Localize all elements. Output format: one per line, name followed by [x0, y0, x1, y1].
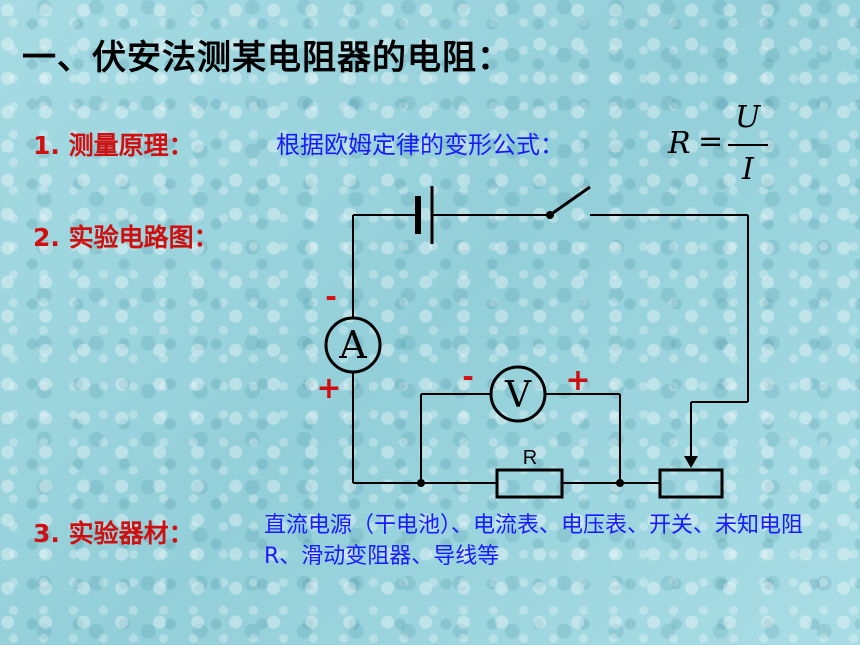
voltmeter-minus-sign: - [462, 360, 474, 393]
materials-label: 3. 实验器材： [33, 519, 194, 548]
voltmeter-label: V [504, 375, 532, 416]
switch-icon [546, 185, 591, 219]
ammeter-plus-sign: + [316, 371, 341, 406]
principle-text: 根据欧姆定律的变形公式： [276, 131, 564, 159]
slide-title: 一、伏安法测某电阻器的电阻： [22, 38, 512, 78]
formula-lhs: R [668, 126, 691, 161]
junction-right-dot [616, 479, 624, 487]
voltmeter-icon: V [489, 365, 547, 423]
principle-label: 1. 测量原理： [33, 131, 194, 160]
formula-denominator: I [742, 152, 754, 187]
resistor-label: R [523, 447, 537, 469]
ammeter-label: A [338, 323, 367, 367]
voltmeter-plus-sign: + [565, 363, 590, 398]
ammeter-minus-sign: - [325, 280, 337, 313]
formula-equals: = [698, 124, 724, 159]
ohm-formula: R = U I [668, 100, 778, 190]
junction-left-dot [417, 479, 425, 487]
formula-fraction-bar [728, 144, 768, 146]
slider-arrow-icon [684, 456, 698, 468]
battery-icon [415, 186, 434, 244]
circuit-wires [352, 214, 749, 484]
materials-text: 直流电源（干电池）、电流表、电压表、开关、未知电阻R、滑动变阻器、导线等 [264, 513, 804, 569]
rheostat-icon [658, 468, 724, 499]
formula-numerator: U [735, 100, 761, 135]
ammeter-icon: A [324, 316, 382, 374]
circuit-label: 2. 实验电路图： [33, 223, 219, 252]
resistor-icon [495, 468, 564, 499]
